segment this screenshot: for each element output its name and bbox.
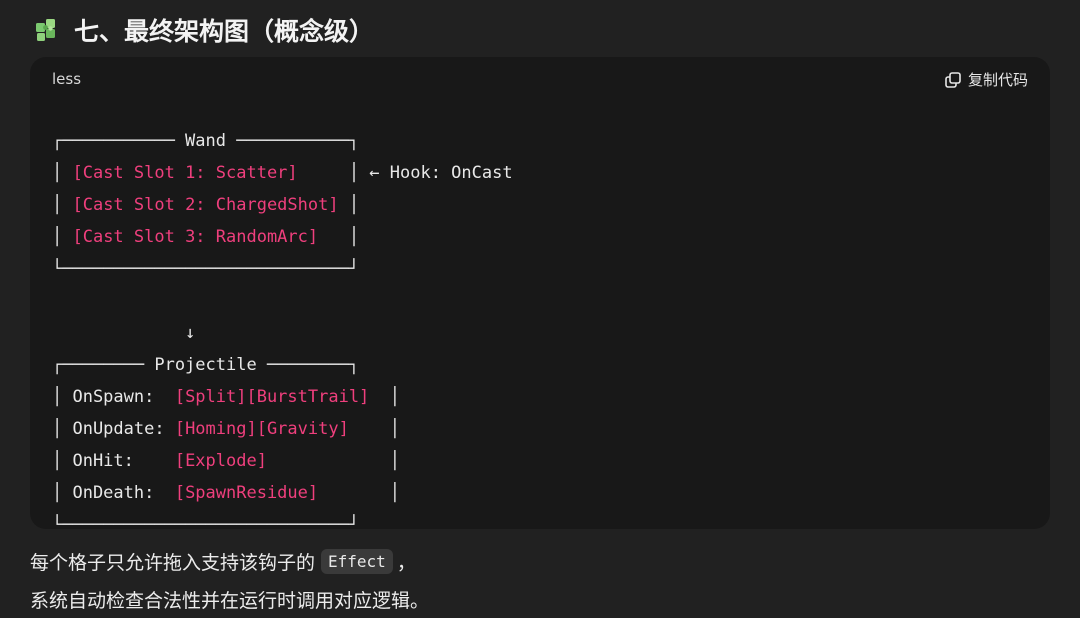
puzzle-piece-icon [32, 15, 62, 45]
box-border: │ OnSpawn: [52, 387, 175, 407]
box-border: │ OnUpdate: [52, 419, 175, 439]
code-line: └────────────────────────────┘ [52, 515, 360, 535]
box-border: │ [369, 387, 401, 407]
code-line: └────────────────────────────┘ [52, 259, 360, 279]
box-border: │ [52, 195, 73, 215]
code-block: less 复制代码 ┌─────────── Wand ───────────┐… [30, 57, 1050, 535]
code-token-highlight: [Explode] [174, 451, 267, 471]
description-text: 每个格子只允许拖入支持该钩子的 [30, 551, 316, 574]
section-title: 七、最终架构图（概念级） [74, 17, 375, 46]
box-border: │ [318, 483, 401, 503]
code-token-highlight: [Cast Slot 2: ChargedShot] [72, 195, 339, 215]
box-border: │ ← Hook: OnCast [297, 163, 513, 183]
code-line: │ [Cast Slot 3: RandomArc] │ [52, 221, 513, 253]
code-token-highlight: [Split][BurstTrail] [174, 387, 370, 407]
description-punctuation: ， [396, 551, 416, 574]
code-token-highlight: [Cast Slot 3: RandomArc] [72, 227, 319, 247]
copy-code-label: 复制代码 [967, 71, 1028, 89]
copy-icon [944, 71, 962, 89]
box-border: │ [52, 163, 73, 183]
code-token-highlight: [Cast Slot 1: Scatter] [72, 163, 298, 183]
box-border: │ [348, 419, 401, 439]
code-content: ┌─────────── Wand ───────────┐ │ [Cast Sl… [52, 125, 513, 541]
copy-code-button[interactable]: 复制代码 [944, 69, 1028, 90]
code-line: ┌─────────── Wand ───────────┐ [52, 131, 360, 151]
code-language-label: less [52, 70, 82, 88]
code-line: ┌──────── Projectile ────────┐ [52, 355, 360, 375]
code-line: │ [Cast Slot 1: Scatter] │ ← Hook: OnCas… [52, 157, 513, 189]
box-border: │ [338, 195, 360, 215]
box-border: │ [318, 227, 360, 247]
code-line [52, 285, 513, 317]
inline-code: Effect [321, 548, 393, 574]
code-token-highlight: [SpawnResidue] [174, 483, 319, 503]
code-token-highlight: [Homing][Gravity] [174, 419, 349, 439]
code-line: ↓ [52, 323, 196, 343]
box-border: │ [52, 227, 73, 247]
code-line: │ OnSpawn: [Split][BurstTrail] │ [52, 381, 513, 413]
box-border: │ OnDeath: [52, 483, 175, 503]
code-line: │ OnHit: [Explode] │ [52, 445, 513, 477]
box-border: │ [266, 451, 401, 471]
code-line: │ OnUpdate: [Homing][Gravity] │ [52, 413, 513, 445]
code-line: │ OnDeath: [SpawnResidue] │ [52, 477, 513, 509]
description-text: 系统自动检查合法性并在运行时调用对应逻辑。 [30, 589, 430, 612]
code-line: │ [Cast Slot 2: ChargedShot] │ [52, 189, 513, 221]
description-line-2: 系统自动检查合法性并在运行时调用对应逻辑。 [30, 583, 429, 615]
box-border: │ OnHit: [52, 451, 175, 471]
description-line-1: 每个格子只允许拖入支持该钩子的 Effect ， [30, 545, 416, 577]
section-heading: 七、最终架构图（概念级） [32, 10, 374, 50]
